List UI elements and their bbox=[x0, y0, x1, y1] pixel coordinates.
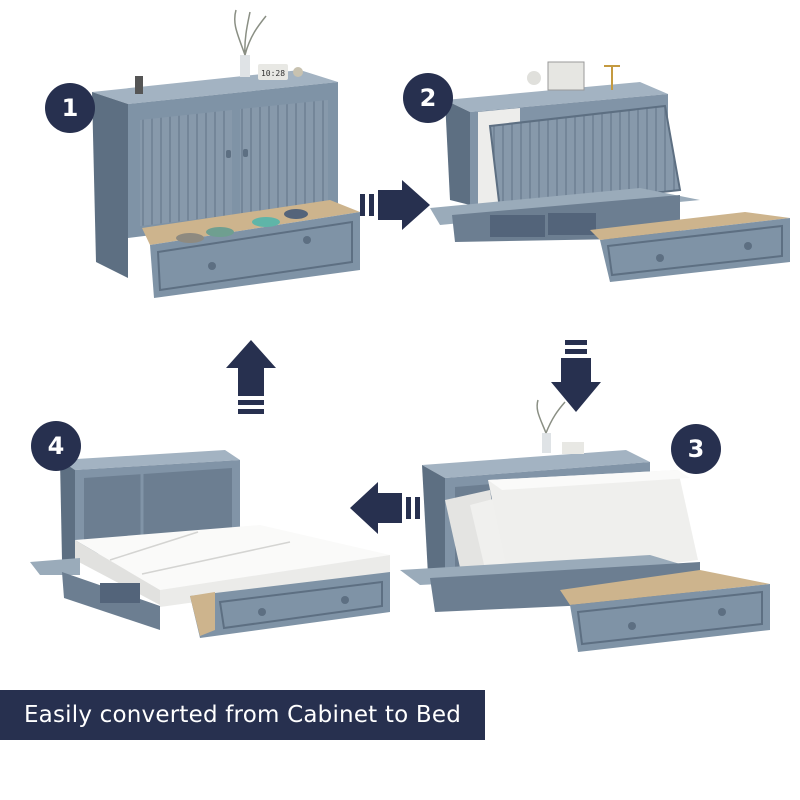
arrow-up-icon bbox=[226, 340, 276, 414]
caption-text: Easily converted from Cabinet to Bed bbox=[23, 702, 462, 728]
cabinet-closed-illustration: 10:28 bbox=[92, 9, 360, 298]
bed-open-illustration bbox=[30, 450, 390, 638]
step-badge-3: 3 bbox=[671, 424, 721, 474]
cabinet-opening-illustration bbox=[430, 61, 790, 282]
arrow-left-icon bbox=[350, 482, 420, 534]
step-badge-1: 1 bbox=[45, 83, 95, 133]
mattress-unfolding-illustration bbox=[400, 399, 770, 652]
clock-display: 10:28 bbox=[261, 69, 285, 78]
step-badge-4: 4 bbox=[31, 421, 81, 471]
arrow-right-icon bbox=[360, 180, 430, 230]
step-badge-2: 2 bbox=[403, 73, 453, 123]
caption-banner: Easily converted from Cabinet to Bed bbox=[0, 690, 485, 740]
arrow-down-icon bbox=[551, 340, 601, 412]
